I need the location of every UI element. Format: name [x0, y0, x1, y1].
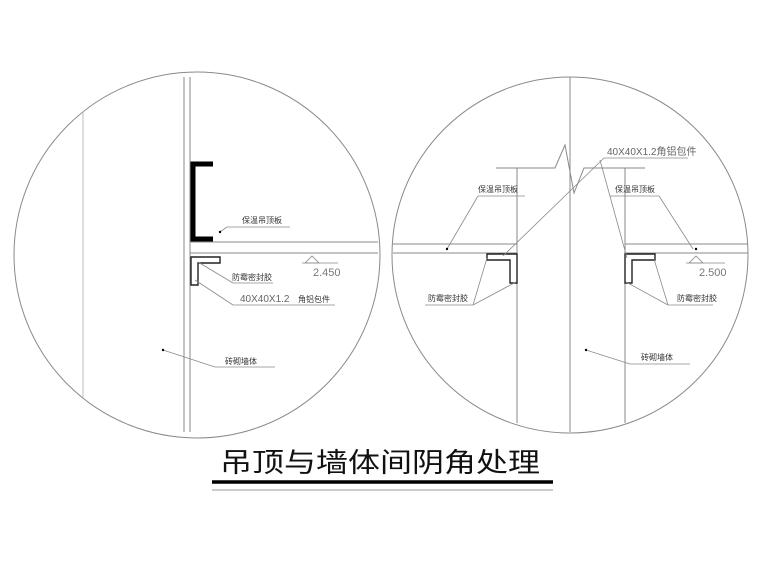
- left-detail-circle: [13, 71, 381, 439]
- right-leader-wall: [585, 349, 631, 365]
- right-label-ceiling-panel-left: 保温吊顶板: [478, 184, 518, 194]
- left-leader-wall: [162, 349, 216, 368]
- right-label-sealant-left: 防霉密封胶: [428, 293, 468, 303]
- right-elevation-value: 2.500: [699, 267, 727, 279]
- right-label-sealant-right: 防霉密封胶: [677, 293, 717, 303]
- left-detail: [13, 71, 381, 439]
- left-elevation-triangle: [304, 255, 320, 264]
- drawing-title: 吊顶与墙体间阴角处理: [220, 448, 540, 479]
- right-leader-angle-left: [502, 157, 605, 257]
- left-label-angle-name: 角铝包件: [298, 294, 330, 304]
- right-detail: [391, 76, 749, 434]
- left-leader-angle: [194, 279, 234, 306]
- left-elevation-value: 2.450: [313, 267, 341, 279]
- left-label-ceiling-panel: 保温吊顶板: [242, 215, 282, 225]
- right-leader-sealant-left-a: [472, 257, 488, 306]
- right-label-angle-trim: 40X40X1.2角铝包件: [607, 145, 697, 158]
- right-angle-trim-left: [486, 253, 518, 284]
- right-elevation-triangle: [688, 255, 704, 264]
- left-label-wall: 砖砌墙体: [225, 356, 257, 366]
- left-angle-trim: [190, 256, 221, 286]
- right-leader-sealant-right-b: [625, 281, 669, 306]
- left-label-angle-size: 40X40X1.2: [240, 294, 290, 305]
- right-leader-panel-left: [446, 195, 479, 250]
- right-leader-panel-right: [658, 195, 694, 250]
- right-label-ceiling-panel-right: 保温吊顶板: [615, 184, 655, 194]
- right-leader-angle-right: [599, 159, 628, 259]
- right-leader-sealant-right-a: [653, 258, 669, 306]
- left-heavy-bracket: [190, 161, 213, 242]
- right-leader-sealant-left-b: [472, 281, 517, 306]
- left-label-sealant: 防霉密封胶: [232, 272, 272, 282]
- left-leader-sealant: [197, 261, 234, 284]
- right-label-wall: 砖砌墙体: [641, 352, 673, 362]
- right-angle-trim-right: [624, 253, 656, 284]
- left-leader-panel: [219, 226, 228, 233]
